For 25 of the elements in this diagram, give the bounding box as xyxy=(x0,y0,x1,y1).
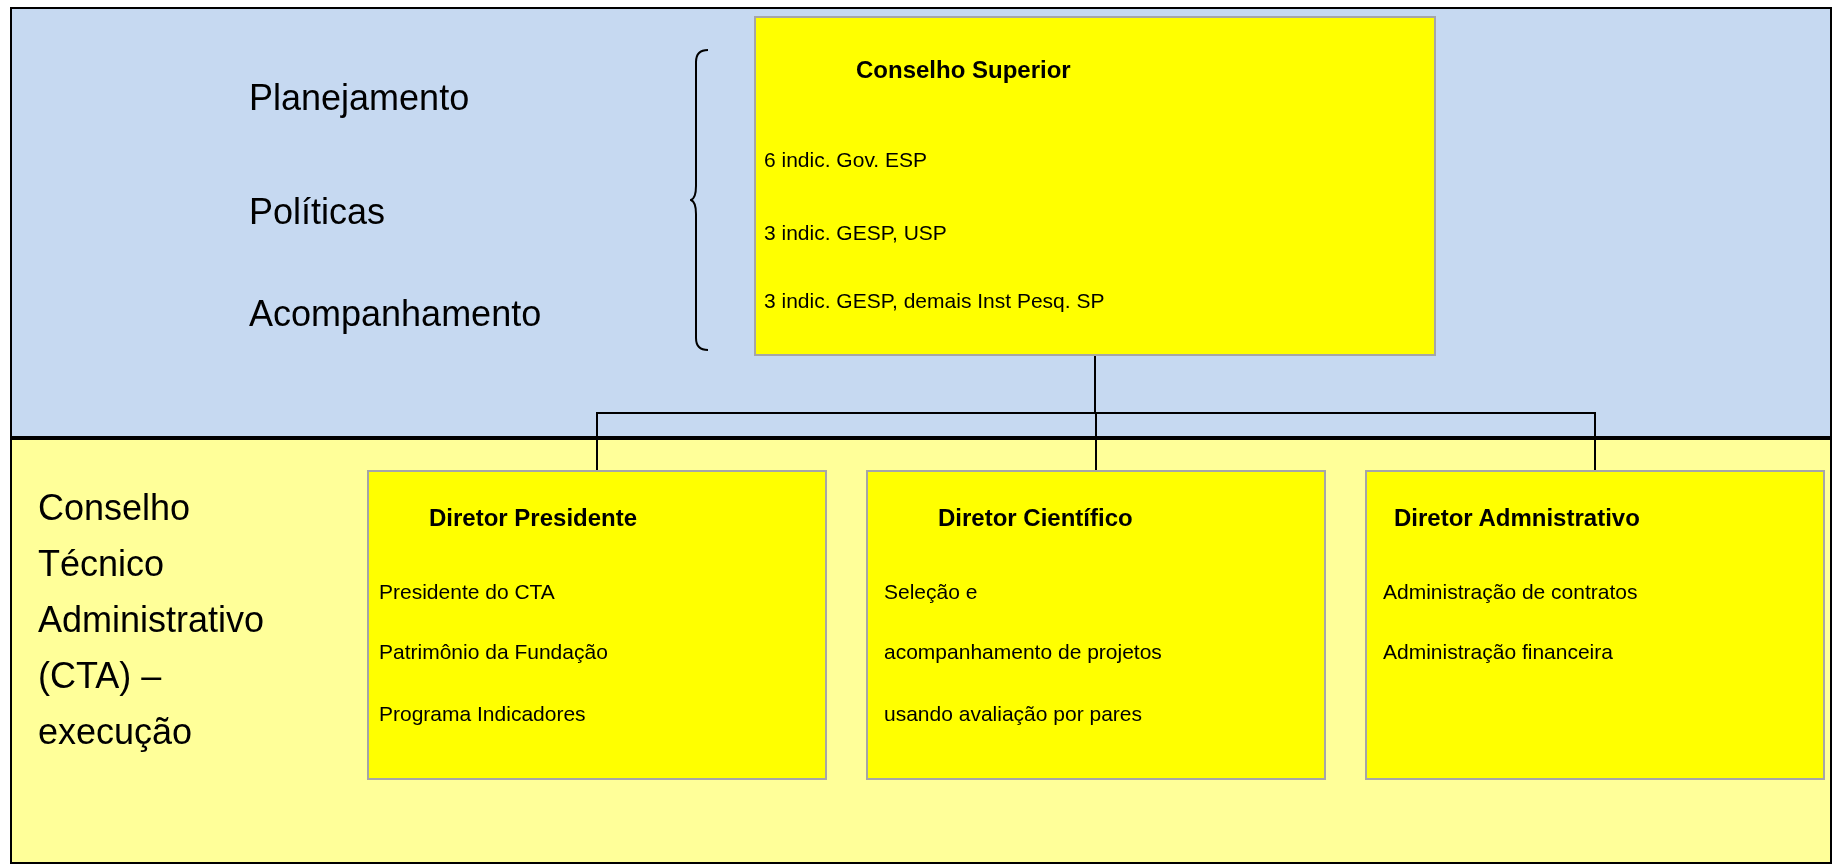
section-label: Conselho Técnico Administrativo (CTA) – execução xyxy=(38,486,266,754)
section-label: Políticas xyxy=(249,190,386,234)
org-box xyxy=(866,470,1326,780)
section-band xyxy=(10,438,1832,864)
org-box xyxy=(1365,470,1825,780)
box-heading: Diretor Científico xyxy=(938,504,1133,532)
box-item: acompanhamento de projetos xyxy=(884,640,1162,664)
box-item: Patrimônio da Fundação xyxy=(379,640,608,664)
box-item: 3 indic. GESP, demais Inst Pesq. SP xyxy=(764,289,1105,313)
section-label: Planejamento xyxy=(249,76,470,120)
box-heading: Diretor Admnistrativo xyxy=(1394,504,1640,532)
org-box xyxy=(367,470,827,780)
section-band xyxy=(10,7,1832,438)
box-item: usando avaliação por pares xyxy=(884,702,1142,726)
box-heading: Conselho Superior xyxy=(856,56,1071,84)
box-item: Administração de contratos xyxy=(1383,580,1638,604)
section-label: Acompanhamento xyxy=(249,292,542,336)
org-box xyxy=(754,16,1436,356)
box-item: 6 indic. Gov. ESP xyxy=(764,148,928,172)
box-item: Seleção e xyxy=(884,580,978,604)
box-item: 3 indic. GESP, USP xyxy=(764,221,947,245)
box-item: Programa Indicadores xyxy=(379,702,586,726)
box-item: Administração financeira xyxy=(1383,640,1613,664)
box-item: Presidente do CTA xyxy=(379,580,555,604)
box-heading: Diretor Presidente xyxy=(429,504,638,532)
